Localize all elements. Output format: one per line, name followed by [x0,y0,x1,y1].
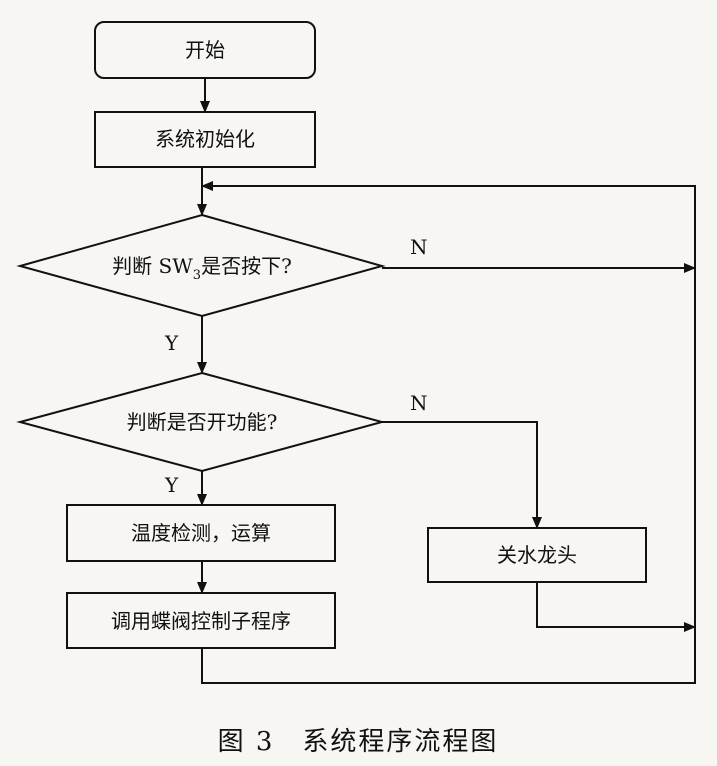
close-tap-label: 关水龙头 [497,543,577,567]
edge-close-tap-out [536,582,696,632]
decision-sw3-label: 判断 SW3是否按下? [112,254,292,283]
edge-function-no [382,421,542,529]
decision-function-label: 判断是否开功能? [127,410,278,434]
start-label: 开始 [185,38,225,62]
init-label: 系统初始化 [155,127,255,151]
decision-sw3-subscript: 3 [193,268,201,283]
call-subroutine-label: 调用蝶阀控制子程序 [111,609,291,633]
decision-sw3-label-after: 是否按下? [201,254,292,278]
measure-label: 温度检测，运算 [131,521,271,545]
call-subroutine-node: 调用蝶阀控制子程序 [66,592,336,649]
decision-sw3-node: 判断 SW3是否按下? [16,213,386,318]
edge-label-function-no: N [410,391,428,415]
start-node: 开始 [94,21,316,79]
decision-sw3-label-before: 判断 SW [112,254,193,278]
edge-label-function-yes: Y [164,473,179,497]
edge-label-sw3-yes: Y [164,331,179,355]
measure-node: 温度检测，运算 [66,504,336,562]
edge-label-sw3-no: N [410,235,428,259]
decision-function-node: 判断是否开功能? [16,371,386,473]
close-tap-node: 关水龙头 [427,527,647,583]
edge-loop-back [201,181,696,684]
init-node: 系统初始化 [94,111,316,168]
figure-caption: 图 3 系统程序流程图 [218,727,499,757]
